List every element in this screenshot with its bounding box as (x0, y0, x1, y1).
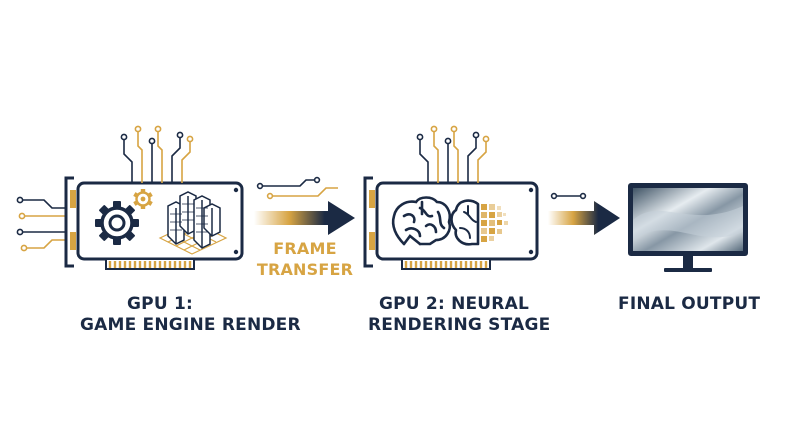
gpu1-port (70, 232, 76, 250)
gpu1-bracket (64, 176, 74, 268)
arrow2-circuits (550, 192, 587, 200)
frame-transfer-line1: FRAME (273, 239, 337, 258)
gpu2-label-line2: RENDERING STAGE (368, 315, 551, 335)
final-output-label: FINAL OUTPUT (618, 294, 761, 315)
gpu1-port (70, 190, 76, 208)
brain-icon (391, 196, 452, 246)
arrow1-shape (254, 201, 355, 235)
gpu1-pcie-pins (108, 261, 192, 268)
gpu1-input-circuits (16, 196, 66, 252)
small-gear-icon (133, 189, 153, 209)
gpu2-label-line1: GPU 2: NEURAL (378, 294, 529, 314)
frame-transfer-arrow (254, 176, 355, 235)
pixel-brain-icon (450, 199, 508, 246)
output-arrow (548, 192, 620, 235)
gpu2-board (375, 181, 539, 261)
gpu1-card (16, 125, 244, 270)
city-wireframe-icon (158, 191, 228, 255)
gpu1-label: GPU 1: GAME ENGINE RENDER (80, 294, 301, 336)
gpu2-port (369, 232, 375, 250)
gpu1-label-line2: GAME ENGINE RENDER (80, 315, 301, 335)
arrow1-circuits (256, 176, 338, 200)
gpu2-label: GPU 2: NEURAL RENDERING STAGE (368, 294, 551, 336)
gpu2-top-circuits (416, 125, 490, 183)
gpu1-label-line1: GPU 1: (127, 294, 193, 314)
monitor-icon (628, 183, 748, 272)
gpu1-top-circuits (120, 125, 194, 183)
gpu2-card (363, 125, 539, 270)
frame-transfer-label: FRAME TRANSFER (249, 238, 361, 280)
monitor-neck (683, 256, 693, 268)
gpu2-bracket (363, 176, 373, 268)
arrow2-shape (548, 201, 620, 235)
final-output-line1: FINAL OUTPUT (618, 294, 761, 314)
frame-transfer-line2: TRANSFER (256, 260, 354, 279)
gpu2-pcie-pins (404, 261, 488, 268)
gear-icon (95, 201, 139, 245)
gpu2-port (369, 190, 375, 208)
monitor-base (664, 268, 712, 272)
